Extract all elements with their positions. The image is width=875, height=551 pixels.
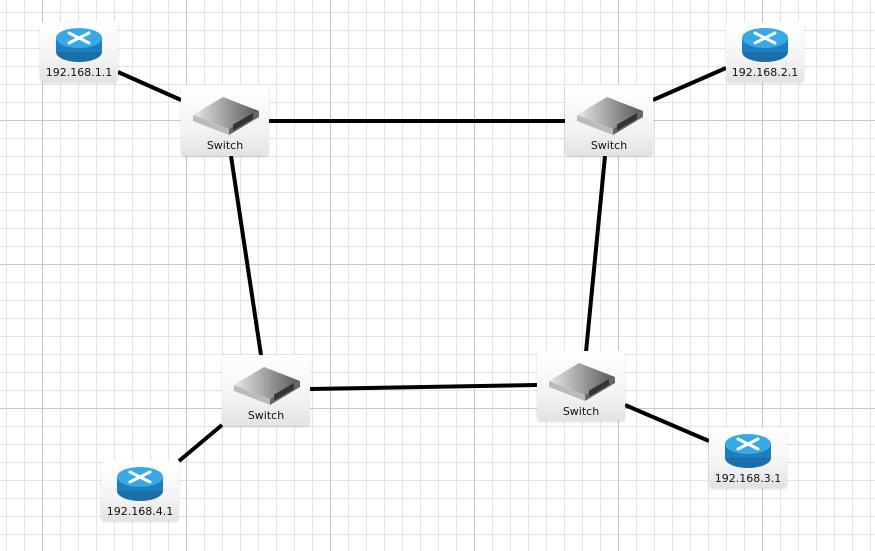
node-label: Switch (562, 405, 600, 418)
node-label: 192.168.1.1 (45, 66, 113, 79)
link-switch3-router4[interactable] (177, 423, 224, 463)
link-switch4-router3[interactable] (624, 403, 710, 443)
link-router1-switch1[interactable] (117, 70, 182, 102)
switch-1[interactable]: Switch (181, 85, 269, 156)
node-label: Switch (247, 409, 285, 422)
node-label: 192.168.3.1 (714, 472, 782, 485)
link-switch2-router2[interactable] (652, 66, 727, 102)
node-label: Switch (206, 139, 244, 152)
switch-3[interactable]: Switch (222, 355, 310, 426)
node-label: 192.168.2.1 (731, 66, 799, 79)
switch-2[interactable]: Switch (565, 85, 653, 156)
router-192-168-2-1[interactable]: 192.168.2.1 (726, 22, 804, 82)
link-switch3-switch4[interactable] (309, 383, 538, 391)
router-192-168-4-1[interactable]: 192.168.4.1 (101, 461, 179, 521)
switch-4[interactable]: Switch (537, 351, 625, 421)
router-192-168-1-1[interactable]: 192.168.1.1 (40, 22, 118, 82)
node-label: 192.168.4.1 (106, 505, 174, 518)
router-192-168-3-1[interactable]: 192.168.3.1 (709, 428, 787, 488)
node-label: Switch (590, 139, 628, 152)
link-switch1-switch3[interactable] (229, 155, 263, 356)
link-switch2-switch4[interactable] (584, 155, 607, 353)
